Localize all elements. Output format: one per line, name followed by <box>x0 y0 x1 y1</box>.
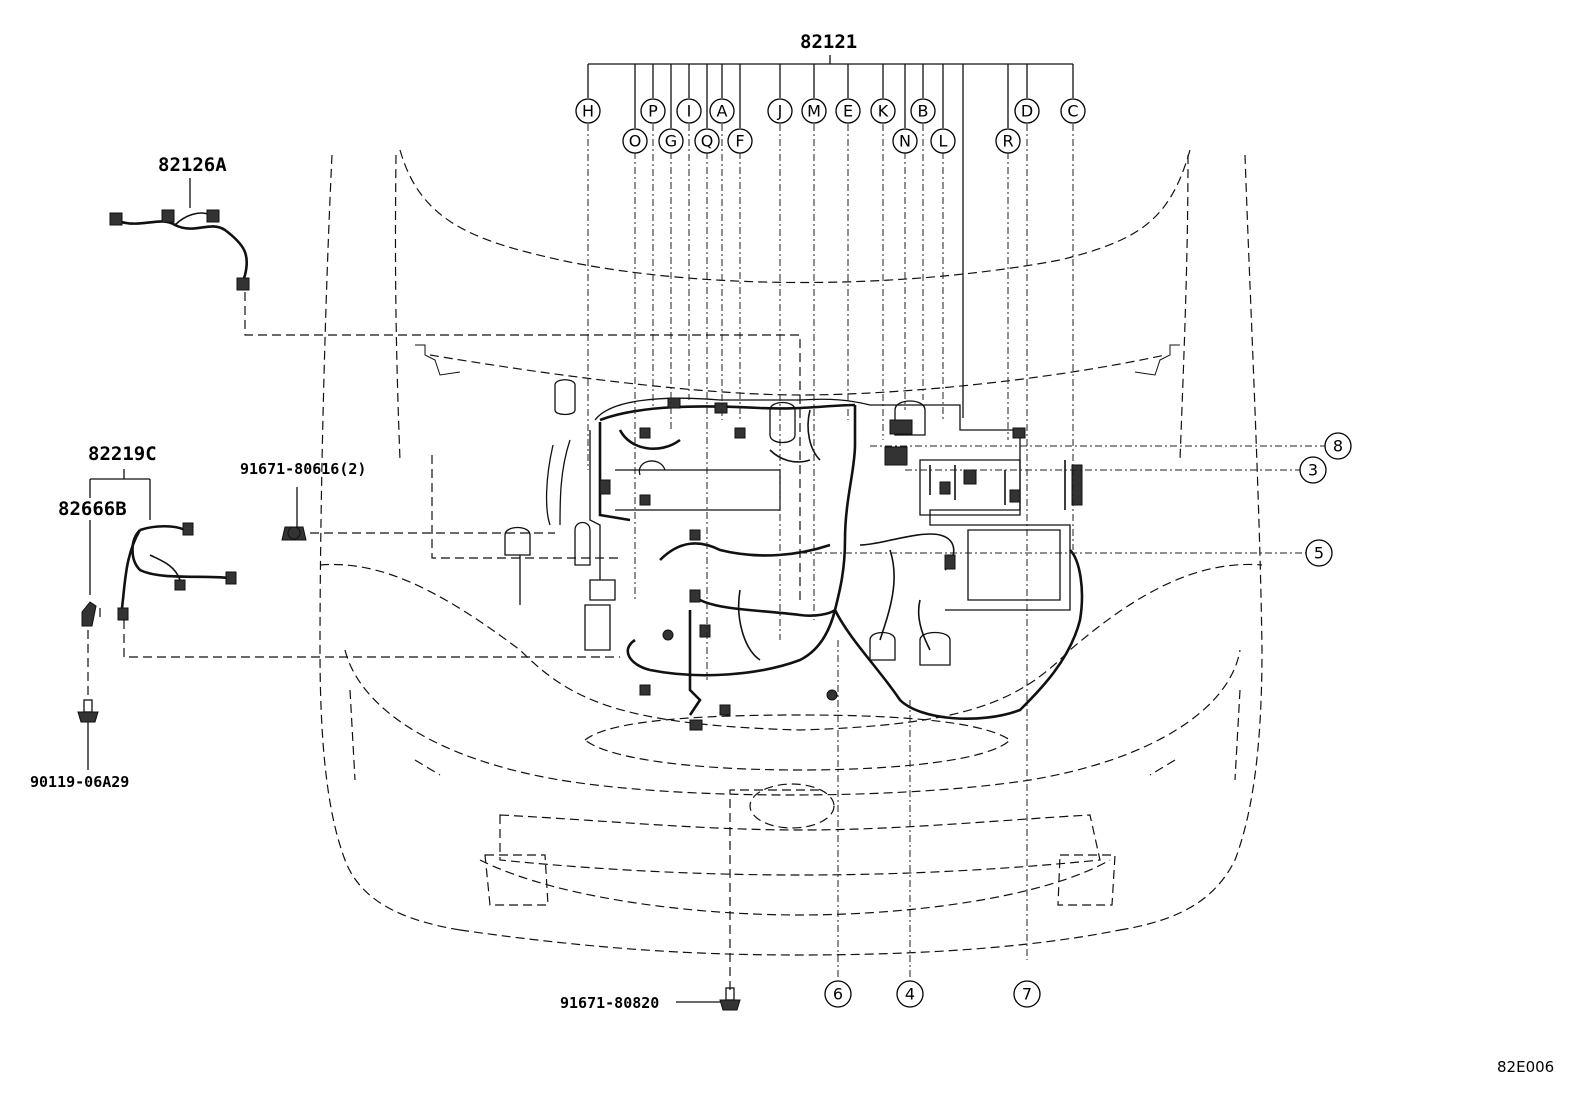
callout-H: H <box>575 98 601 124</box>
callout-D: D <box>1014 98 1040 124</box>
svg-text:D: D <box>1021 102 1033 121</box>
number-callouts: 8 3 5 6 4 7 <box>824 432 1352 1008</box>
callout-5: 5 <box>1305 539 1333 567</box>
label-90119-06a29: 90119-06A29 <box>30 773 129 791</box>
svg-text:O: O <box>629 132 642 151</box>
engine-bay <box>504 379 1071 666</box>
vehicle-body-outline <box>319 149 1263 956</box>
callout-G: G <box>658 128 684 154</box>
svg-text:A: A <box>717 102 728 121</box>
svg-text:J: J <box>777 102 783 121</box>
callout-C: C <box>1060 98 1086 124</box>
callout-B: B <box>910 98 936 124</box>
callout-I: I <box>676 98 702 124</box>
svg-text:8: 8 <box>1333 437 1343 456</box>
callout-3: 3 <box>1299 456 1327 484</box>
svg-text:Q: Q <box>701 132 714 151</box>
clip-91671-80616 <box>281 487 307 541</box>
callout-7: 7 <box>1013 980 1041 1008</box>
svg-text:P: P <box>648 102 658 121</box>
callout-leaders <box>99 124 1325 990</box>
svg-text:6: 6 <box>833 985 843 1004</box>
svg-text:N: N <box>899 132 911 151</box>
callout-M: M <box>801 98 827 124</box>
callout-E: E <box>835 98 861 124</box>
callout-6: 6 <box>824 980 852 1008</box>
letter-callouts-row1: H P I A J M E K B D C <box>575 98 1086 124</box>
svg-text:7: 7 <box>1022 985 1032 1004</box>
label-82219c: 82219C <box>88 443 157 465</box>
svg-text:F: F <box>735 132 744 151</box>
callout-F: F <box>727 128 753 154</box>
clip-91671-80820 <box>676 987 741 1011</box>
main-harness-82121 <box>598 397 1084 731</box>
callout-8: 8 <box>1324 432 1352 460</box>
label-82121: 82121 <box>800 31 857 53</box>
letter-callouts-row2: O G Q F N L R <box>622 128 1021 154</box>
svg-text:R: R <box>1002 132 1013 151</box>
svg-text:L: L <box>939 132 948 151</box>
svg-text:I: I <box>687 102 692 121</box>
svg-text:4: 4 <box>905 985 915 1004</box>
harness-82219c <box>81 469 237 627</box>
callout-L: L <box>930 128 956 154</box>
svg-text:H: H <box>582 102 594 121</box>
diagram-code: 82E006 <box>1497 1058 1554 1076</box>
label-82126a: 82126A <box>158 154 227 176</box>
svg-text:M: M <box>807 102 821 121</box>
label-82666b: 82666B <box>58 498 127 520</box>
label-91671-80616: 91671-80616(2) <box>240 460 366 478</box>
callout-J: J <box>767 98 793 124</box>
callout-A: A <box>709 98 735 124</box>
callout-K: K <box>870 98 896 124</box>
svg-text:3: 3 <box>1308 461 1318 480</box>
callout-N: N <box>892 128 918 154</box>
callout-R: R <box>995 128 1021 154</box>
svg-text:G: G <box>665 132 677 151</box>
svg-text:K: K <box>878 102 889 121</box>
svg-text:5: 5 <box>1314 544 1324 563</box>
svg-text:E: E <box>843 102 853 121</box>
main-harness-bracket <box>587 55 1074 418</box>
callout-4: 4 <box>896 980 924 1008</box>
svg-text:B: B <box>918 102 929 121</box>
label-91671-80820: 91671-80820 <box>560 994 659 1012</box>
svg-text:C: C <box>1067 102 1078 121</box>
callout-Q: Q <box>694 128 720 154</box>
harness-82126a <box>109 178 250 291</box>
callout-P: P <box>640 98 666 124</box>
callout-O: O <box>622 128 648 154</box>
bolt-90119-06a29 <box>77 630 99 770</box>
